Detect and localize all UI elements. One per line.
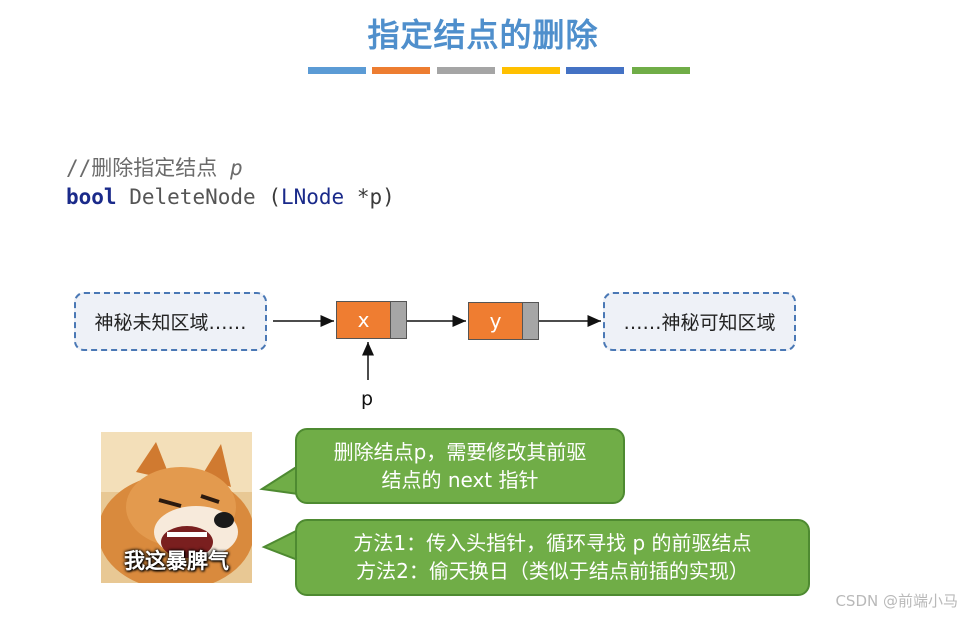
bubble-1-line-1: 删除结点p，需要修改其前驱 bbox=[333, 440, 587, 464]
bubble-1-tail bbox=[259, 464, 299, 496]
divider-segment-2 bbox=[372, 67, 430, 74]
node-y: y bbox=[468, 302, 539, 340]
known-region-label: ……神秘可知区域 bbox=[623, 312, 776, 334]
known-region-box: ……神秘可知区域 bbox=[603, 292, 796, 351]
watermark: CSDN @前端小马 bbox=[835, 592, 958, 610]
shiba-dog-icon: 我这暴脾气 bbox=[101, 432, 252, 583]
bubble-2-line-2: 方法2：偷天换日（类似于结点前插的实现） bbox=[356, 559, 749, 583]
meme-image bbox=[101, 432, 252, 583]
speech-bubble-1: 删除结点p，需要修改其前驱 结点的 next 指针 bbox=[295, 428, 625, 504]
bubble-2-tail bbox=[261, 528, 299, 562]
paren-open: ( bbox=[255, 185, 281, 209]
code-signature: bool DeleteNode (LNode *p) bbox=[66, 185, 395, 209]
node-x-next bbox=[390, 302, 406, 338]
unknown-region-label: 神秘未知区域…… bbox=[94, 312, 247, 334]
divider-segment-1 bbox=[308, 67, 366, 74]
pointer-p-label: p bbox=[361, 388, 374, 410]
unknown-region-box: 神秘未知区域…… bbox=[74, 292, 267, 351]
speech-bubble-2: 方法1：传入头指针，循环寻找 p 的前驱结点 方法2：偷天换日（类似于结点前插的… bbox=[295, 519, 810, 596]
divider-segment-4 bbox=[502, 67, 560, 74]
node-x: x bbox=[336, 301, 407, 339]
bubble-2-line-1: 方法1：传入头指针，循环寻找 p 的前驱结点 bbox=[353, 531, 752, 555]
param-name: *p) bbox=[344, 185, 395, 209]
divider-segment-6 bbox=[632, 67, 690, 74]
return-type: bool bbox=[66, 185, 117, 209]
page-title: 指定结点的删除 bbox=[367, 16, 599, 54]
code-comment: //删除指定结点 p bbox=[66, 152, 243, 182]
meme-caption: 我这暴脾气 bbox=[124, 549, 229, 573]
node-y-data: y bbox=[469, 303, 522, 339]
bubble-1-line-2: 结点的 next 指针 bbox=[381, 468, 539, 492]
comment-text: //删除指定结点 bbox=[66, 156, 230, 180]
divider-segment-3 bbox=[437, 67, 495, 74]
node-x-data: x bbox=[337, 302, 390, 338]
function-name: DeleteNode bbox=[129, 185, 256, 209]
node-y-next bbox=[522, 303, 538, 339]
divider-segment-5 bbox=[566, 67, 624, 74]
param-type: LNode bbox=[280, 185, 345, 209]
comment-var: p bbox=[229, 156, 243, 180]
